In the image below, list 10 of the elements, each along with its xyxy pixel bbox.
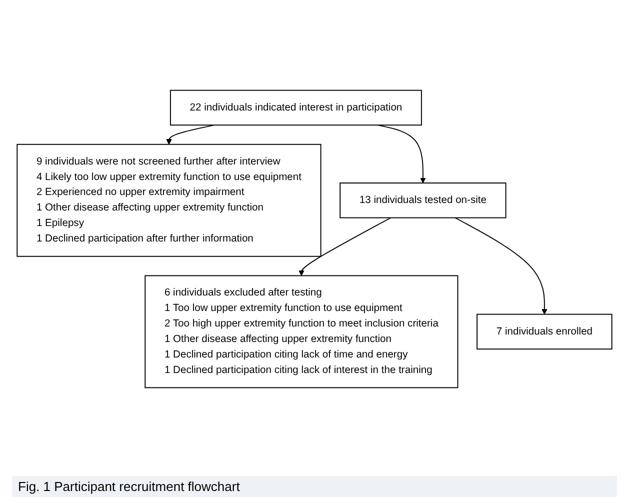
node-box: 9 individuals were not screened further after interview 4 Likely too low upper extremity function to use equipment 2 Experienced no upper extremity impairment 1 Other disease affecting upper extremity function 1 Epilepsy 1 Declined participation after further information — [16, 144, 322, 257]
arrow — [166, 124, 215, 145]
node-box: 13 individuals tested on-site — [340, 182, 506, 218]
arrow — [454, 217, 548, 315]
arrow — [377, 124, 426, 184]
figure-caption: Fig. 1 Participant recruitment flowchart — [12, 476, 617, 497]
node-box: 6 individuals excluded after testing 1 Too low upper extremity function to use equipment 2 Too high upper extremity function to meet inclusion criteria 1 Other disease affecting upper extremity function 1 Declined participation citing lack of time and energy 1 Declined participation citing lack of interest in the training — [144, 275, 458, 388]
node-box: 7 individuals enrolled — [476, 314, 612, 350]
node-box: 22 individuals indicated interest in participation — [170, 90, 422, 126]
arrow — [298, 217, 392, 276]
